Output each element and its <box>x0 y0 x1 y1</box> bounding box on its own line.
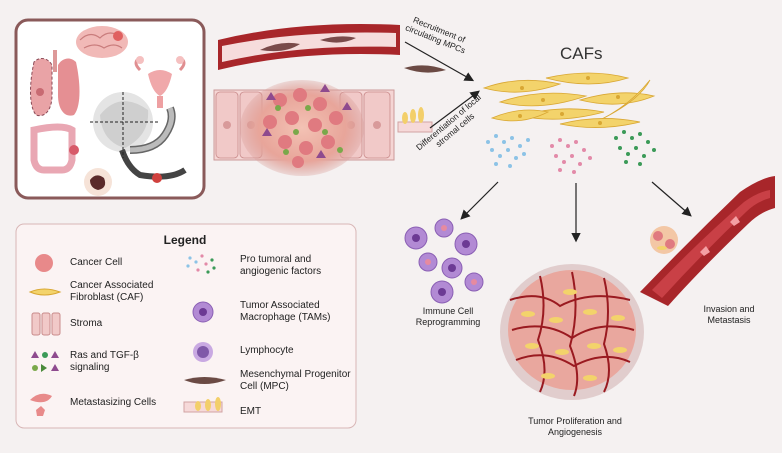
legend-emt-label: EMT <box>240 406 262 417</box>
legend-title: Legend <box>163 233 207 247</box>
legend-cancer-cell-label: Cancer Cell <box>70 257 123 268</box>
differentiation-arrow <box>429 90 480 129</box>
invasion-arrow <box>651 181 692 217</box>
ras-tgf-icon <box>31 351 59 372</box>
organ-panel <box>14 18 206 200</box>
stroma-icon <box>31 312 61 336</box>
legend-panel <box>15 223 357 429</box>
tumor-mass <box>500 264 644 400</box>
cafs-label: CAFs <box>560 44 603 63</box>
factors-pink <box>550 138 592 174</box>
mpc-cell-icon <box>404 65 446 73</box>
immune-cell-cluster <box>404 218 484 304</box>
invasion-vessel <box>640 176 775 306</box>
colon-icon <box>30 123 79 174</box>
mpc-icon <box>184 377 226 384</box>
metastasizing-icon <box>30 393 52 416</box>
legend-ras-tgf-label: Ras and TGF-β signaling <box>70 350 139 373</box>
legend-lymphocyte-label: Lymphocyte <box>240 345 294 356</box>
invasion-label: Invasion and Metastasis <box>703 304 755 325</box>
immune-arrow <box>460 181 499 220</box>
legend-factors-label: Pro tumoral and angiogenic factors <box>240 254 322 277</box>
tumor-label: Tumor Proliferation and Angiogenesis <box>528 416 622 437</box>
skin-lesion-icon <box>84 168 112 196</box>
lungs-icon <box>30 50 80 117</box>
legend-stroma-label: Stroma <box>70 318 103 329</box>
factors-blue <box>486 134 530 168</box>
cancer-cell-icon <box>35 254 53 272</box>
emt-cell-strip <box>397 107 433 133</box>
uterus-icon <box>134 56 186 108</box>
legend-metastasizing-label: Metastasizing Cells <box>70 397 157 408</box>
pancreas-icon <box>90 92 187 180</box>
emt-icon <box>183 397 223 413</box>
blood-vessel-top <box>218 24 400 70</box>
caf-icon <box>28 288 62 296</box>
brain-icon <box>76 26 128 58</box>
caf-cluster <box>482 72 656 128</box>
recruitment-arrow <box>404 41 475 82</box>
legend-caf-label: Cancer Associated Fibroblast (CAF) <box>70 280 154 303</box>
legend-mpc-label: Mesenchymal Progenitor Cell (MPC) <box>240 369 351 392</box>
factors-icon <box>186 254 216 274</box>
immune-label: Immune Cell Reprogramming <box>415 306 481 327</box>
stroma-tumor-block <box>213 80 395 176</box>
legend-tams-label: Tumor Associated Macrophage (TAMs) <box>240 300 331 323</box>
factors-green <box>614 130 656 166</box>
